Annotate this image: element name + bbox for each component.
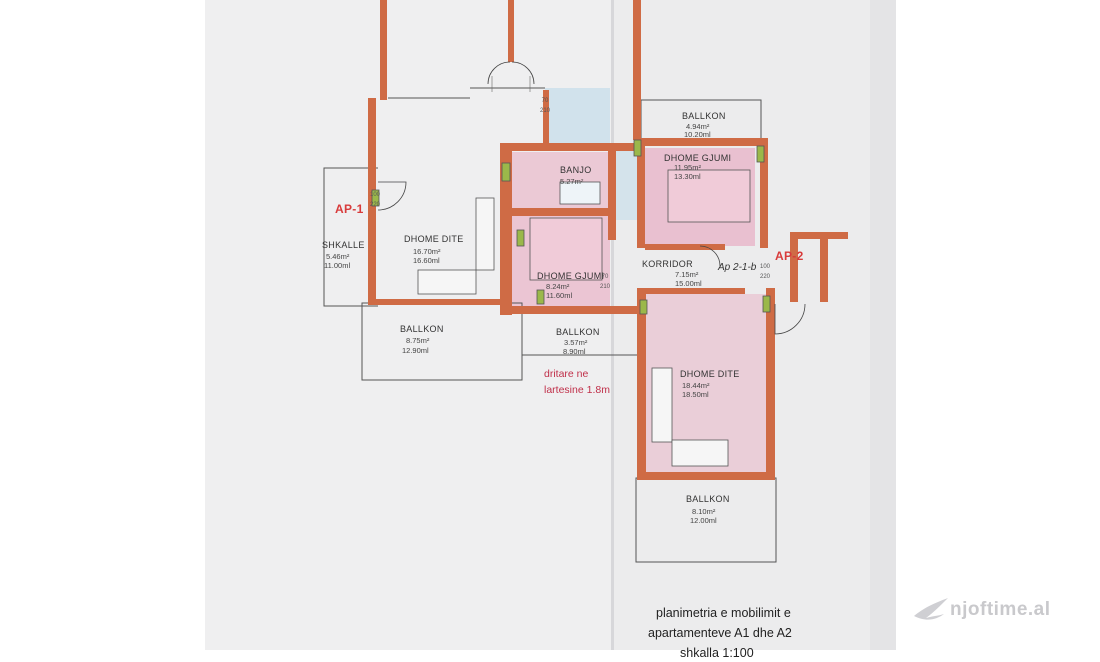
room-label-bedroom-right: DHOME GJUMI [664,153,732,163]
caption-line-3: shkalla 1:100 [680,646,754,660]
stair-outline [323,167,378,307]
room-label-shkalle: SHKALLE [322,240,365,250]
room-perimeter-living-left: 16.60ml [413,256,440,265]
room-area-korridor: 7.15m² [675,270,699,279]
room-area-banjo: 5.27m² [560,177,584,186]
room-area-balkon-top: 4.94m² [686,122,710,131]
table-right [671,439,729,467]
wall-inner-v2 [608,145,616,240]
room-label-balkon-bottom: BALLKON [686,494,730,504]
room-perimeter-bedroom-right: 13.30ml [674,172,701,181]
room-area-balkon-bottom: 8.10m² [692,507,716,516]
room-label-banjo: BANJO [560,165,592,175]
room-area-living-left: 16.70m² [413,247,441,256]
caption-line-1: planimetria e mobilimit e [656,606,791,620]
room-label-balkon-left: BALLKON [400,324,444,334]
door-swing-ap1 [377,181,407,211]
wall-inner-h2 [512,208,608,216]
door-swing-top-right [511,61,535,85]
balkon-left-outline [361,302,523,381]
wall-vertical-main [633,0,641,140]
wall-bed-right-left [637,138,645,248]
watermark: njoftime.al [912,594,1097,626]
column-4 [536,289,545,305]
wall-right-living-top [640,288,745,294]
room-area-living-right: 18.44m² [682,381,710,390]
room-perimeter-balkon-top: 10.20ml [684,130,711,139]
wall-bed-right-right [760,138,768,248]
column-2 [633,139,642,157]
watermark-text: njoftime.al [950,599,1051,620]
handwritten-note: Ap 2-1-b [718,262,757,273]
wall-ap2-cap [790,232,848,239]
room-area-bedroom-right: 11.95m² [674,163,701,172]
room-label-bedroom-left: DHOME GJUMI [537,271,605,281]
paper-stack-edge [870,0,896,650]
room-perimeter-living-right: 18.50ml [682,390,709,399]
room-perimeter-shkalle: 11.00ml [324,261,351,270]
column-5 [639,299,648,315]
bed-right [667,169,751,223]
ap2-tag: AP-2 [775,249,804,263]
wall-inner-v1 [500,145,512,315]
column-8 [516,229,525,247]
wall-bed-right-bottom [645,244,725,250]
room-perimeter-balkon-left: 12.90ml [402,346,429,355]
room-label-korridor: KORRIDOR [642,259,693,269]
room-perimeter-bedroom-left: 11.60ml [546,291,573,300]
room-label-living-right: DHOME DITE [680,369,740,379]
room-label-living-left: DHOME DITE [404,234,464,244]
room-perimeter-korridor: 15.00ml [675,279,702,288]
paper-fold [611,0,614,650]
wall-bottom-mid [500,306,640,314]
room-area-balkon-left: 8.75m² [406,336,430,345]
wall-ap2-return [820,232,828,302]
wall-top-mid [508,0,514,62]
ap1-tag: AP-1 [335,202,364,216]
wall-right-living-left [637,288,646,480]
window-note-line-2: lartesine 1.8m [544,384,610,396]
hall-blue-floor [545,88,610,146]
column-7 [371,189,380,207]
column-6 [762,295,771,313]
wall-hall-v [543,90,549,145]
wall-right-living-bottom [637,472,775,480]
door-swing-top-left [487,61,511,85]
room-perimeter-balkon-bottom: 12.00ml [690,516,717,525]
room-area-shkalle: 5.46m² [326,252,350,261]
sofa-left [475,197,495,271]
room-perimeter-balkon-mid: 8.90ml [563,347,586,356]
column-3 [756,145,765,163]
sofa-right [651,367,673,443]
wall-top-left [380,0,387,100]
wall-inner-top [500,143,635,151]
wall-bed-right-top [636,138,766,146]
bed-left [529,217,603,281]
wall-lower-left [368,299,500,305]
wall-entry-ap2 [790,232,798,302]
watermark-bird-icon [914,598,948,620]
wall-right-living-right [766,288,775,480]
room-label-balkon-top: BALLKON [682,111,726,121]
window-note-line-1: dritare ne [544,368,589,380]
door-swing-corridor [699,245,721,267]
column-1 [501,162,511,182]
door-swing-ap2 [774,303,806,335]
caption-line-2: apartamenteve A1 dhe A2 [648,626,792,640]
table-left [417,269,477,295]
room-area-balkon-mid: 3.57m² [564,338,588,347]
room-label-balkon-mid: BALLKON [556,327,600,337]
bathtub [559,181,601,205]
room-area-bedroom-left: 8.24m² [546,282,570,291]
